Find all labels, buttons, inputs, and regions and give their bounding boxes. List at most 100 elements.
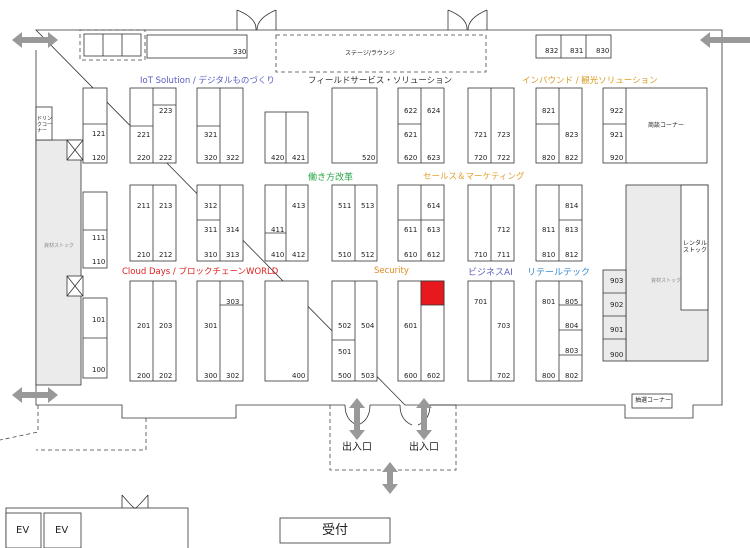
- booth-602-label: 602: [427, 372, 441, 380]
- booth-800-label: 800: [542, 372, 556, 380]
- booth-621-label: 621: [404, 131, 418, 139]
- booth-203-label: 203: [159, 322, 173, 330]
- rental-stock-label: レンタルストック: [683, 240, 708, 254]
- booth-311-label: 311: [204, 226, 218, 234]
- storage-right-label: 資材ストック: [651, 278, 682, 284]
- booth-502-label: 502: [338, 322, 352, 330]
- rental-stock: [680, 184, 709, 311]
- stage-label: ステージ/ラウンジ: [345, 50, 395, 57]
- booth-611-label: 611: [404, 226, 418, 234]
- entrance-left-label: 出入口: [342, 442, 372, 453]
- booth-420-label: 420: [271, 154, 285, 162]
- reception-label: 受付: [322, 523, 349, 538]
- booth-211-label: 211: [137, 202, 151, 210]
- booth-901-label: 901: [610, 326, 624, 334]
- booth-712-label: 712: [497, 226, 511, 234]
- arrow-entrance-right: [416, 398, 432, 440]
- booth-830-label: 830: [596, 47, 610, 55]
- zone-retail-label: リテールテック: [527, 268, 591, 278]
- booth-503-label: 503: [361, 372, 375, 380]
- booth-313-label: 313: [226, 251, 240, 259]
- booth-721-label: 721: [474, 131, 488, 139]
- booth-902-label: 902: [610, 301, 624, 309]
- booth-223-label: 223: [159, 107, 173, 115]
- booth-814-label: 814: [565, 202, 579, 210]
- entrance-right-label: 出入口: [409, 442, 439, 453]
- booth-300-label: 300: [204, 372, 218, 380]
- booth-900-label: 900: [610, 351, 624, 359]
- booth-101-label: 101: [92, 316, 106, 324]
- booth-601-label: 601: [404, 322, 418, 330]
- booth-213-label: 213: [159, 202, 173, 210]
- booth-512-label: 512: [361, 251, 375, 259]
- booth-903-label: 903: [610, 277, 624, 285]
- ev-2-label: EV: [55, 525, 69, 536]
- booth-922-label: 922: [610, 107, 624, 115]
- shop-corner-label: 商談コーナー: [648, 122, 685, 129]
- booth-322-label: 322: [226, 154, 240, 162]
- booth-400-label: 400: [292, 372, 306, 380]
- booth-620-label: 620: [404, 154, 418, 162]
- booth-314-label: 314: [226, 226, 240, 234]
- zone-cloud-label: Cloud Days / ブロックチェーンWORLD: [122, 267, 279, 277]
- booth-320-label: 320: [204, 154, 218, 162]
- zone-field-label: フィールドサービス・ソリューション: [308, 76, 453, 86]
- booth-622-label: 622: [404, 107, 418, 115]
- arrow-down: [382, 462, 398, 494]
- booth-312-label: 312: [204, 202, 218, 210]
- booth-501-label: 501: [338, 348, 352, 356]
- booth-723-label: 723: [497, 131, 511, 139]
- booth-121-label: 121: [92, 130, 106, 138]
- booth-330: [146, 34, 248, 59]
- booth-303-label: 303: [226, 298, 240, 306]
- arrow-right-top: [700, 32, 750, 48]
- booth-100-label: 100: [92, 366, 106, 374]
- storage-left-label: 資材ストック: [44, 243, 75, 249]
- booth-831-label: 831: [570, 47, 584, 55]
- booth-301-label: 301: [204, 322, 218, 330]
- zone-security-label: Security: [374, 266, 409, 276]
- booth-413-label: 413: [292, 202, 306, 210]
- booth-813-label: 813: [565, 226, 579, 234]
- arrow-left-bottom: [12, 387, 58, 403]
- booth-222-label: 222: [159, 154, 173, 162]
- booth-202-label: 202: [159, 372, 173, 380]
- booth-803-label: 803: [565, 347, 579, 355]
- booth-510-label: 510: [338, 251, 352, 259]
- booth-804-label: 804: [565, 322, 579, 330]
- booth-614-label: 614: [427, 202, 441, 210]
- booth-302-label: 302: [226, 372, 240, 380]
- booth-210-label: 210: [137, 251, 151, 259]
- booth-410-label: 410: [271, 251, 285, 259]
- ev-1-label: EV: [16, 525, 30, 536]
- booth-421-label: 421: [292, 154, 306, 162]
- booth-201-label: 201: [137, 322, 151, 330]
- booth-702-label: 702: [497, 372, 511, 380]
- booth-330-label: 330: [233, 48, 247, 56]
- drink-corner: [35, 106, 53, 141]
- booth-504-label: 504: [361, 322, 375, 330]
- booth-720-label: 720: [474, 154, 488, 162]
- stage-area: [275, 34, 487, 73]
- zone-inbound-label: インバウンド / 観光ソリューション: [522, 76, 658, 86]
- booth-811-label: 811: [542, 226, 556, 234]
- booth-613-label: 613: [427, 226, 441, 234]
- booth-920-label: 920: [610, 154, 624, 162]
- smoking-corner-label: 抽選コーナー: [635, 397, 672, 404]
- booth-810-label: 810: [542, 251, 556, 259]
- booth-110-label: 110: [92, 258, 106, 266]
- drink-corner-label: ドリンクコーナー: [37, 116, 53, 134]
- booth-500-label: 500: [338, 372, 352, 380]
- booth-220-label: 220: [137, 154, 151, 162]
- booth-820-label: 820: [542, 154, 556, 162]
- booth-321-label: 321: [204, 131, 218, 139]
- smoking-corner: [631, 393, 673, 409]
- arrow-left-top: [12, 32, 58, 48]
- zone-bizai-label: ビジネスAI: [468, 268, 513, 278]
- booth-513-label: 513: [361, 202, 375, 210]
- booth-822-label: 822: [565, 154, 579, 162]
- booth-711-label: 711: [497, 251, 511, 259]
- booth-310-label: 310: [204, 251, 218, 259]
- zone-workstyle-label: 働き方改革: [308, 173, 354, 183]
